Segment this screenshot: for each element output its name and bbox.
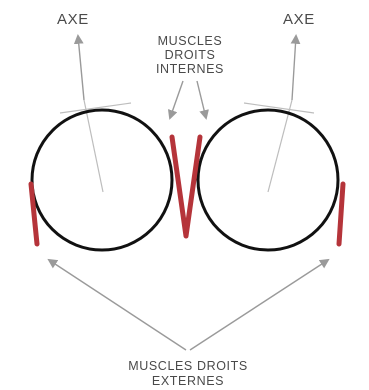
medial-arrow-left [170, 81, 183, 118]
left-axis-arrow [78, 36, 84, 100]
medial-rectus-muscles [172, 137, 200, 236]
medial-label-line3: INTERNES [156, 62, 224, 76]
right-eye-outline [198, 110, 338, 250]
lateral-label-line1: MUSCLES DROITS [128, 359, 248, 373]
medial-label-line2: DROITS [165, 48, 216, 62]
axis-left-label: AXE [57, 11, 89, 28]
lateral-arrow-left [49, 260, 186, 350]
medial-arrow-right [197, 81, 206, 118]
lateral-arrow-right [190, 260, 328, 350]
medial-label-line1: MUSCLES [158, 34, 223, 48]
right-axis-arrow [292, 36, 296, 100]
left-lateral-rectus-muscle [31, 184, 37, 244]
right-lateral-rectus-muscle [339, 184, 343, 244]
lateral-label-line2: EXTERNES [152, 374, 224, 388]
axis-right-label: AXE [283, 11, 315, 28]
left-eye-axis-line [84, 100, 103, 192]
left-eye-outline [32, 110, 172, 250]
